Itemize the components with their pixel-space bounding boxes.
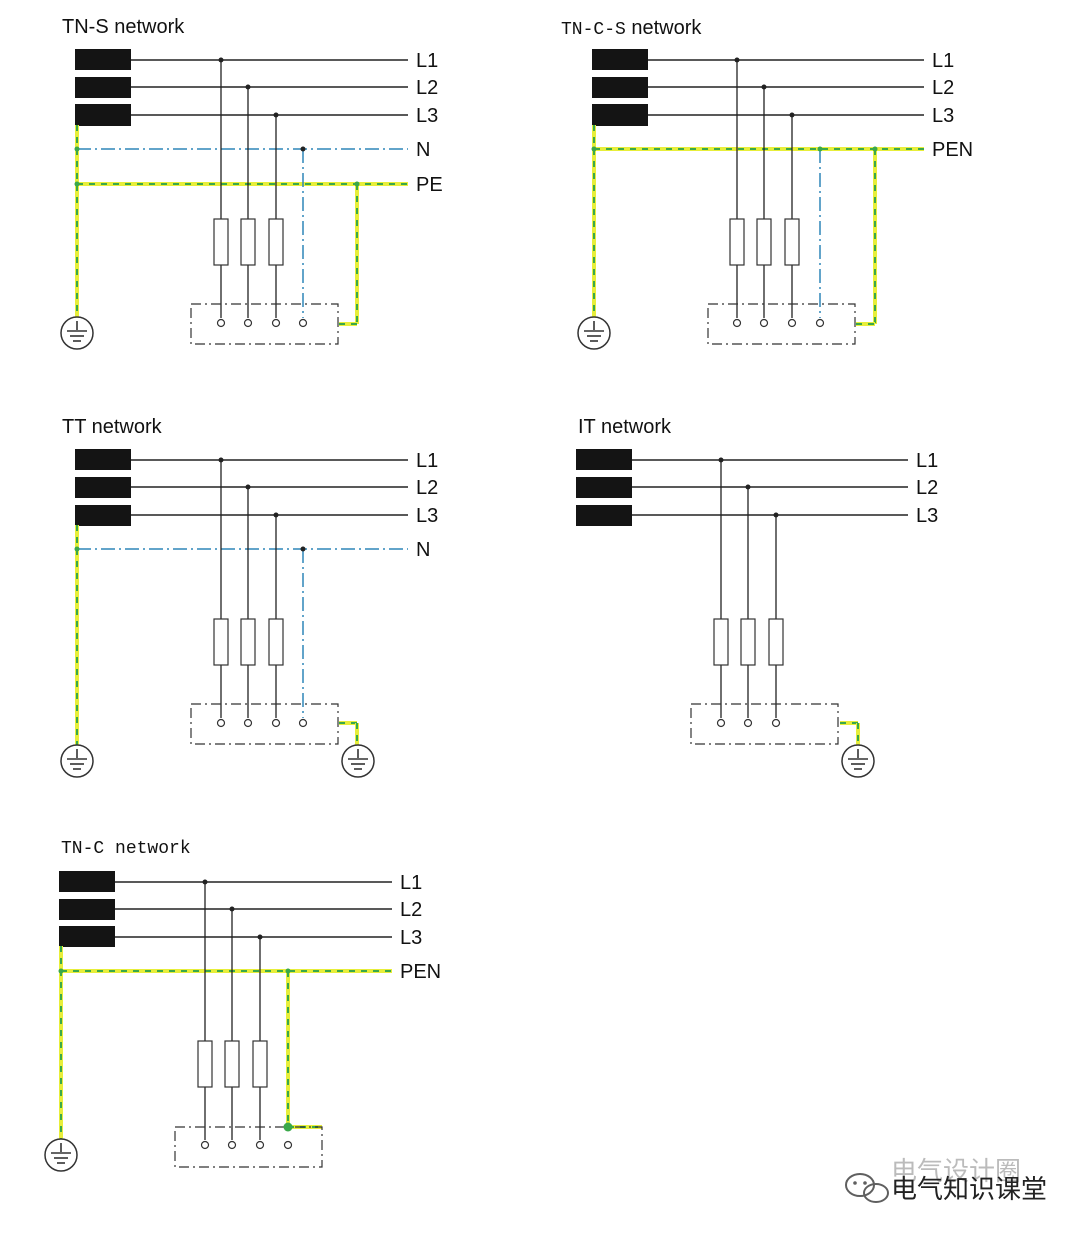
tn-c-s-diagram: TN-C-S network L1 L2 L3 PEN [561, 17, 973, 350]
tn-c-title: TN-C network [61, 839, 191, 859]
tn-s-label-n: N [416, 139, 430, 161]
tn-s-title: TN-S network [62, 16, 185, 38]
tn-s-diagram: TN-S network L1 L2 L3 N PE [60, 16, 443, 350]
tt-source-ground-icon [60, 744, 94, 778]
tt-label-l1: L1 [416, 450, 438, 472]
tt-diagram: TT network L1 L2 L3 N [60, 416, 438, 778]
it-label-l1: L1 [916, 450, 938, 472]
tn-c-label-l1: L1 [400, 872, 422, 894]
tn-c-s-title: TN-C-S network [561, 17, 702, 40]
it-label-l3: L3 [916, 505, 938, 527]
tt-source-block [75, 449, 131, 526]
watermark-text: 电气知识课堂 [891, 1175, 1047, 1205]
it-ground-icon [841, 744, 875, 778]
it-label-l2: L2 [916, 477, 938, 499]
tn-c-s-label-l3: L3 [932, 105, 954, 127]
tn-c-label-l3: L3 [400, 927, 422, 949]
watermark-ghost-text: 电气设计圈 [891, 1157, 1021, 1187]
tn-s-label-l1: L1 [416, 50, 438, 72]
tt-fuses [213, 618, 284, 666]
tn-c-s-source-block [592, 49, 648, 126]
tn-s-source-block [75, 49, 131, 126]
tn-c-label-pen: PEN [400, 961, 441, 983]
tn-s-label-pe: PE [416, 174, 443, 196]
tt-label-n: N [416, 539, 430, 561]
watermark: 电气设计圈 电气知识课堂 [845, 1157, 1047, 1205]
tn-c-diagram: TN-C network L1 L2 L3 PEN [44, 839, 441, 1172]
tn-s-label-l2: L2 [416, 77, 438, 99]
tn-s-ground-icon [60, 316, 94, 350]
tn-s-load-box [190, 303, 339, 345]
tn-c-s-fuses [729, 218, 800, 266]
tn-s-label-l3: L3 [416, 105, 438, 127]
tn-c-s-label-l2: L2 [932, 77, 954, 99]
it-diagram: IT network L1 L2 L3 [576, 416, 938, 778]
tn-c-source-block [59, 871, 115, 947]
tn-c-s-label-pen: PEN [932, 139, 973, 161]
it-title: IT network [578, 416, 672, 438]
tt-title: TT network [62, 416, 163, 438]
tn-c-s-ground-icon [577, 316, 611, 350]
tn-c-label-l2: L2 [400, 899, 422, 921]
tt-label-l3: L3 [416, 505, 438, 527]
tt-label-l2: L2 [416, 477, 438, 499]
it-fuses [713, 618, 784, 666]
it-source-block [576, 449, 632, 526]
tn-c-fuses [197, 1040, 268, 1088]
tn-c-s-label-l1: L1 [932, 50, 954, 72]
tn-s-fuses [213, 218, 284, 266]
wechat-logo-icon [845, 1173, 889, 1203]
tn-c-ground-icon [44, 1138, 78, 1172]
tt-load-ground-icon [341, 744, 375, 778]
